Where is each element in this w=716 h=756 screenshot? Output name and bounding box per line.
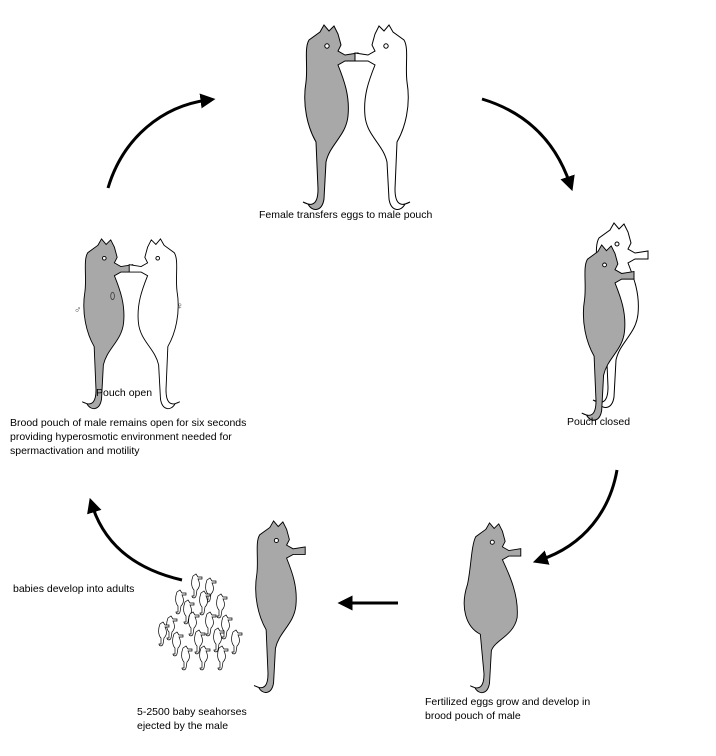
left-male-seahorse — [81, 238, 134, 410]
arrow-top-to-right — [481, 97, 575, 192]
label-fertilized-line2: brood pouch of male — [425, 710, 521, 722]
label-female-transfers: Female transfers eggs to male pouch — [259, 209, 433, 221]
label-brood-line2: providing hyperosmotic environment neede… — [10, 431, 232, 443]
label-pouch-closed: Pouch closed — [567, 416, 631, 428]
label-develop-into-adults: babies develop into adults — [13, 583, 135, 595]
label-babies-line1: 5-2500 baby seahorses — [137, 706, 247, 718]
arrow-right-to-bottom-right — [532, 469, 619, 565]
arrow-left-to-top — [106, 93, 216, 189]
label-babies-line2: ejected by the male — [137, 720, 229, 732]
top-male-seahorse — [302, 24, 359, 210]
female-symbol: ♀ — [176, 301, 184, 312]
label-brood-pouch: Brood pouch of male remains open for six… — [10, 416, 246, 458]
male-symbol: ♂ — [74, 305, 82, 316]
arrow-center-to-left — [87, 497, 183, 582]
label-brood-line3: spermactivation and motility — [10, 445, 140, 457]
right-female-seahorse — [592, 222, 649, 408]
label-baby-seahorses: 5-2500 baby seahorses ejected by the mal… — [137, 705, 247, 733]
label-brood-line1: Brood pouch of male remains open for six… — [10, 417, 247, 429]
pregnant-male-seahorse — [463, 522, 522, 694]
label-fertilized-eggs: Fertilized eggs grow and develop in broo… — [425, 695, 590, 723]
left-female-seahorse — [128, 238, 181, 410]
top-female-seahorse — [354, 24, 411, 210]
right-male-seahorse — [581, 244, 635, 421]
male-after-ejection-seahorse — [253, 520, 306, 693]
label-pouch-open: Pouch open — [96, 387, 153, 399]
baby-seahorses-cluster — [158, 573, 243, 671]
label-fertilized-line1: Fertilized eggs grow and develop in — [425, 696, 591, 708]
